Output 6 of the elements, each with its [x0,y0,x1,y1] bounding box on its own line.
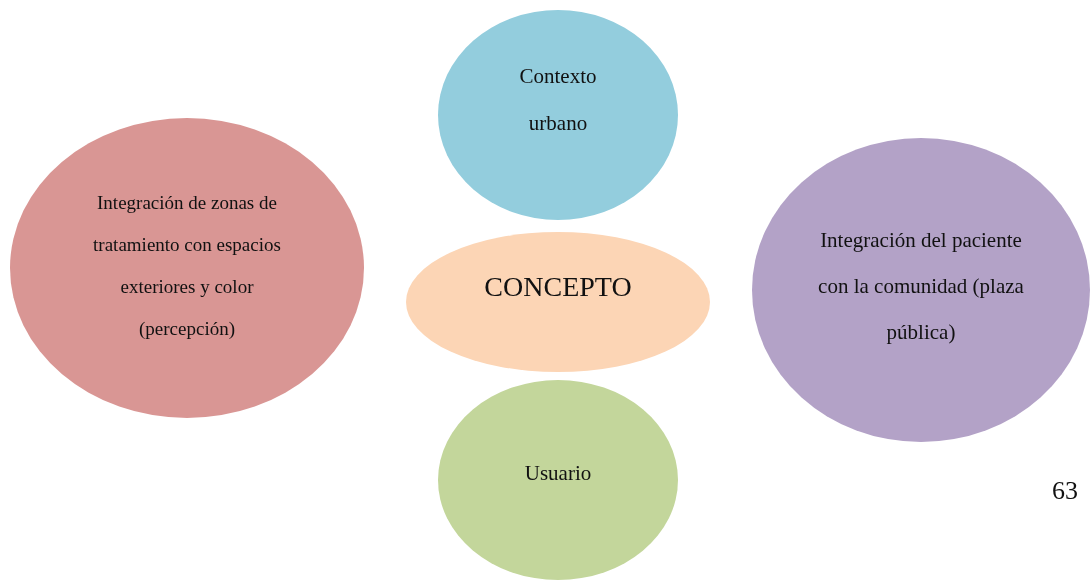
page-number: 63 [1052,476,1078,506]
node-label: Usuario [523,459,593,487]
node-label: Integración de zonas de tratamiento con espacios exteriores y color (percepción) [92,190,282,341]
node-label: Contexto urbano [518,63,598,137]
node-label: Integración del paciente con la comunidad (plaza pública) [817,227,1025,346]
node-label: CONCEPTO [483,270,633,304]
